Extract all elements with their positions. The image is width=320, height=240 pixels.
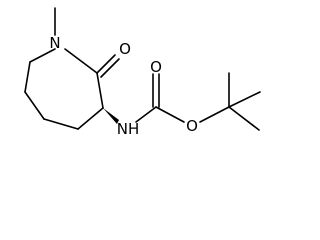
bond-nh-carbonyl [135,106,157,123]
amide-nitrogen-label: NH [117,120,140,138]
carbamate-carbonyl-oxygen-label: O [150,58,162,76]
boc-group [135,72,261,131]
bond-c4-c3 [77,107,104,130]
bond-c7-c6 [24,61,31,93]
bond-c2-n [64,48,98,74]
ring-nitrogen-label: N [49,34,60,52]
bond-c5-c4 [43,118,79,130]
stereo-wedge-bond [103,108,119,124]
bond-c2-o-1 [96,54,116,74]
bond-n-c7 [29,48,56,63]
bond-tbutyl-methyl-down [228,106,260,131]
bond-ester-o-tbutyl [199,106,230,123]
chemical-structure-diagram: N O NH O O [24,7,261,138]
bond-carbonyl-ester-o [155,106,185,123]
bond-c3-c2 [96,72,104,109]
azepanone-ring [24,7,120,130]
bond-c6-c5 [24,91,45,120]
bond-c2-o-2 [100,58,120,78]
carbamate-ester-oxygen-label: O [186,117,198,135]
bond-tbutyl-methyl-right [228,91,261,108]
lactam-oxygen-label: O [119,40,131,58]
